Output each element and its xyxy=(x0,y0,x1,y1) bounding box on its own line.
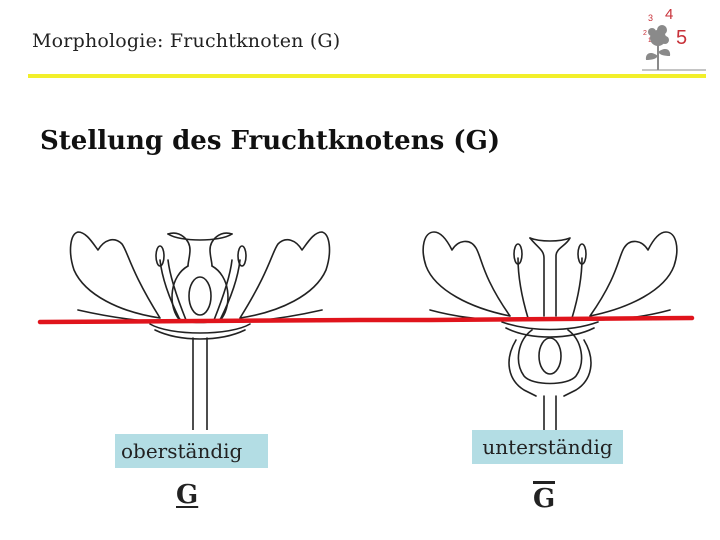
label-inferior: unterständig xyxy=(472,430,623,464)
logo-number-4: 4 xyxy=(665,6,673,23)
symbol-inferior-ovary-text: G xyxy=(533,484,556,514)
overline-bar xyxy=(533,481,556,484)
flower-logo-icon: 1 2 3 4 5 xyxy=(642,6,706,71)
ovary-reference-line xyxy=(37,315,695,325)
ovary-position-diagram xyxy=(37,231,695,430)
logo-number-3: 3 xyxy=(648,13,653,23)
header-rule xyxy=(28,74,706,78)
symbol-superior-ovary: G xyxy=(176,480,199,510)
label-superior: oberständig xyxy=(115,434,268,468)
slide-title: Stellung des Fruchtknotens (G) xyxy=(40,126,501,156)
symbol-inferior-ovary: G xyxy=(533,481,556,514)
flower-superior-ovary-icon xyxy=(69,231,331,430)
logo-number-5: 5 xyxy=(676,27,687,49)
logo-number-1: 1 xyxy=(648,38,652,44)
logo-number-2: 2 xyxy=(643,30,647,37)
flower-inferior-ovary-icon xyxy=(422,231,678,430)
header-title: Morphologie: Fruchtknoten (G) xyxy=(32,30,341,52)
